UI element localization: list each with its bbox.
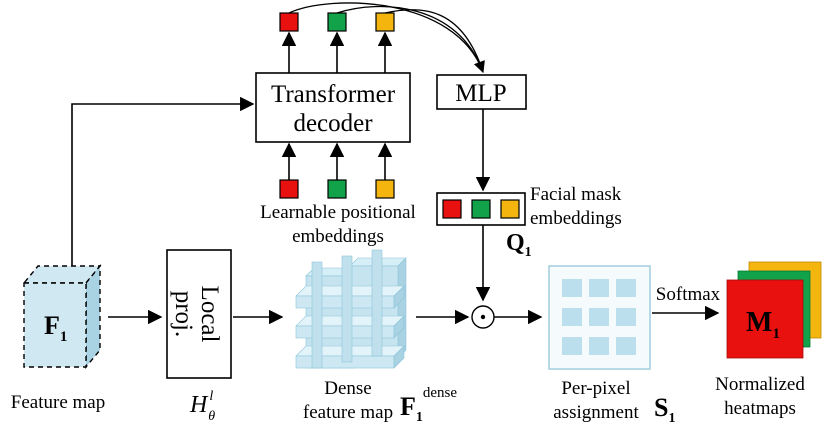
dense-feature-map-label-line2: feature map [303,402,393,423]
output-token-green [327,12,347,32]
feature-to-decoder-arrow [71,96,255,266]
m1-symbol: M1 [746,307,780,342]
transformer-decoder-label-line2: decoder [293,110,373,137]
local-proj-label-line1: Local [196,286,223,343]
decoder-output-arrows [281,31,393,73]
learnable-embeddings-label-line2: embeddings [292,226,384,247]
mlp-box [436,74,527,110]
output-token-red [279,12,299,32]
facial-mask-embeddings-label-line1: Facial mask [530,184,622,205]
embedding-input-arrows [281,142,393,180]
mask-token-red [442,199,462,219]
per-pixel-assignment-label-line2: assignment [553,402,639,423]
dense-feature-map-label-line1: Dense [324,378,371,399]
transformer-decoder-box [255,72,411,143]
normalized-heatmaps-label-line2: heatmaps [724,398,796,419]
learnable-positional-tokens [279,179,395,199]
dot-product-operator-dot [480,314,486,320]
output-token-yellow [375,12,395,32]
mlp-label: MLP [455,80,506,107]
q1-symbol: Q1 [506,230,532,260]
learnable-embeddings-label-line1: Learnable positional [260,202,416,223]
mask-token-yellow [500,199,520,219]
normalized-heatmaps-label-line1: Normalized [715,374,805,395]
s1-symbol: S1 [654,393,675,423]
local-proj-label-line2: proj. [170,291,197,338]
input-token-red [279,179,299,199]
softmax-label: Softmax [656,284,721,305]
local-proj-box [166,249,232,379]
feature-map-caption: Feature map [11,392,105,413]
token-to-mlp-curves [288,2,485,74]
output-tokens [279,12,395,32]
local-proj-label: Local proj. [170,286,223,343]
dense-feature-map-lattice [295,249,407,369]
per-pixel-assignment-label-line1: Per-pixel [561,378,630,399]
facial-mask-embeddings-label-line2: embeddings [530,208,622,229]
mask-token-green [471,199,491,219]
input-token-green [327,179,347,199]
heatmap-red [726,279,804,359]
per-pixel-assignment-panel [548,265,651,370]
feature-map-symbol: F1 [44,311,67,345]
transformer-decoder-label-line1: Transformer [271,81,396,108]
feature-map-cube [22,264,102,369]
normalized-heatmaps-stack [726,261,822,359]
input-token-yellow [375,179,395,199]
dense-feature-map-symbol: F1dense [400,385,457,423]
